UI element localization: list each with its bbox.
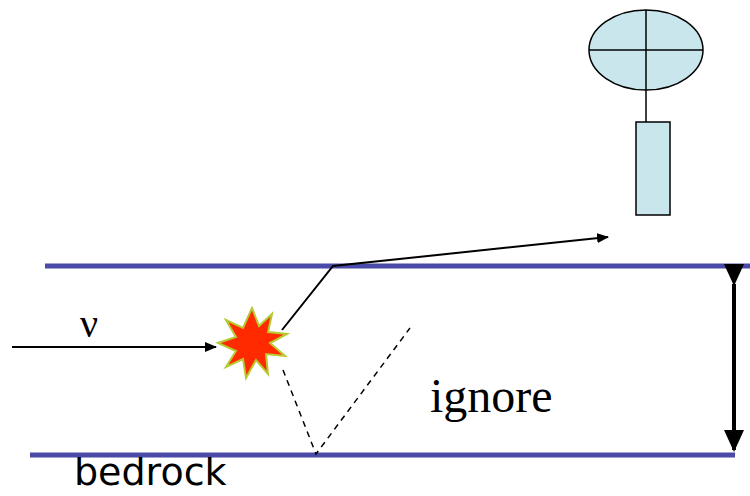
neutrino-symbol: ν xyxy=(80,300,98,347)
detector xyxy=(589,10,703,215)
neutrino-arrow xyxy=(12,346,216,348)
interaction-star xyxy=(218,308,287,378)
depth-arrow xyxy=(732,284,736,450)
reflected-path xyxy=(283,328,410,454)
layer-label: bedrock xyxy=(74,450,227,494)
light-path xyxy=(282,237,608,330)
note-text: ignore xyxy=(430,368,553,423)
ice-top-line xyxy=(45,264,750,269)
